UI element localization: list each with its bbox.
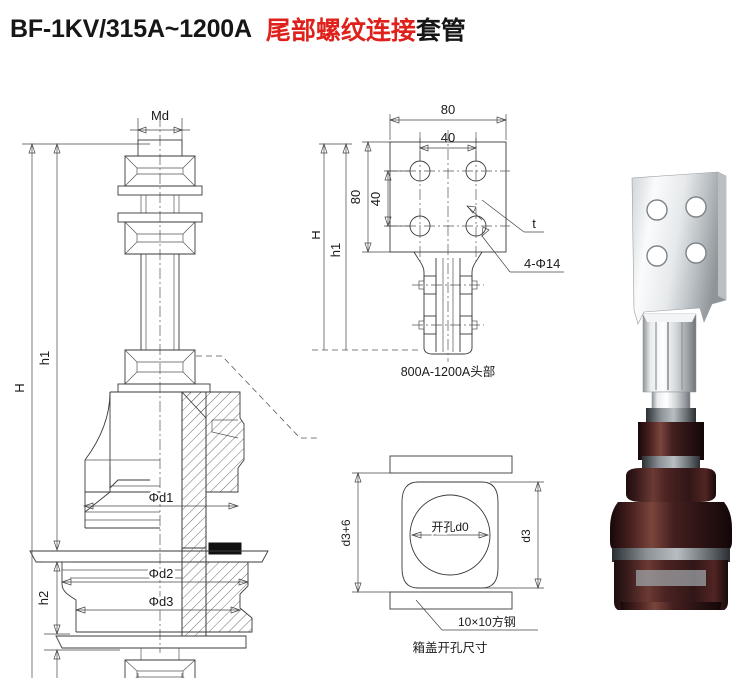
annotation-square-bar: 10×10方钢 [458, 614, 516, 629]
main-sectional-view: Md Md H h1 h2 h3 Φd1 [12, 108, 320, 678]
dim-phi-d3: Φd3 [149, 594, 174, 609]
cover-opening-view: 开孔d0 d3+6 d3 10×10方钢 箱盖开孔尺寸 [339, 455, 544, 655]
dim-outer-height: d3+6 [339, 519, 353, 546]
dim-phi-d2: Φd2 [149, 566, 174, 581]
dim-inner-height: d3 [519, 529, 533, 543]
head-view-caption: 800A-1200A头部 [401, 364, 496, 379]
dim-h1: h1 [37, 351, 52, 365]
annotation-holes: 4-Φ14 [524, 256, 560, 271]
dim-h2: h2 [36, 591, 51, 605]
title-highlight: 尾部螺纹连接 [265, 17, 416, 45]
dim-head-h1: h1 [328, 243, 343, 257]
dim-hole-pitch-y: 40 [368, 192, 383, 206]
annotation-thickness: t [532, 216, 536, 231]
dim-bore: 开孔d0 [431, 520, 469, 534]
dim-plate-height: 80 [348, 190, 363, 204]
dim-phi-d1: Φd1 [149, 490, 174, 505]
sheet-title: BF-1KV/315A~1200A 尾部螺纹连接 套管 [10, 12, 466, 46]
cover-view-caption: 箱盖开孔尺寸 [412, 640, 487, 655]
gasket-fill [208, 542, 242, 555]
dim-hole-pitch-x: 40 [441, 130, 455, 145]
dim-md-top: Md [151, 108, 169, 123]
dim-plate-width: 80 [441, 102, 455, 117]
dim-head-h: H [312, 230, 323, 239]
product-photo [610, 171, 732, 610]
dim-h: H [12, 383, 27, 392]
title-model: BF-1KV/315A~1200A [10, 14, 252, 43]
title-tail: 套管 [415, 17, 466, 45]
head-plate-view: 80 40 80 40 H h1 t [312, 102, 564, 379]
